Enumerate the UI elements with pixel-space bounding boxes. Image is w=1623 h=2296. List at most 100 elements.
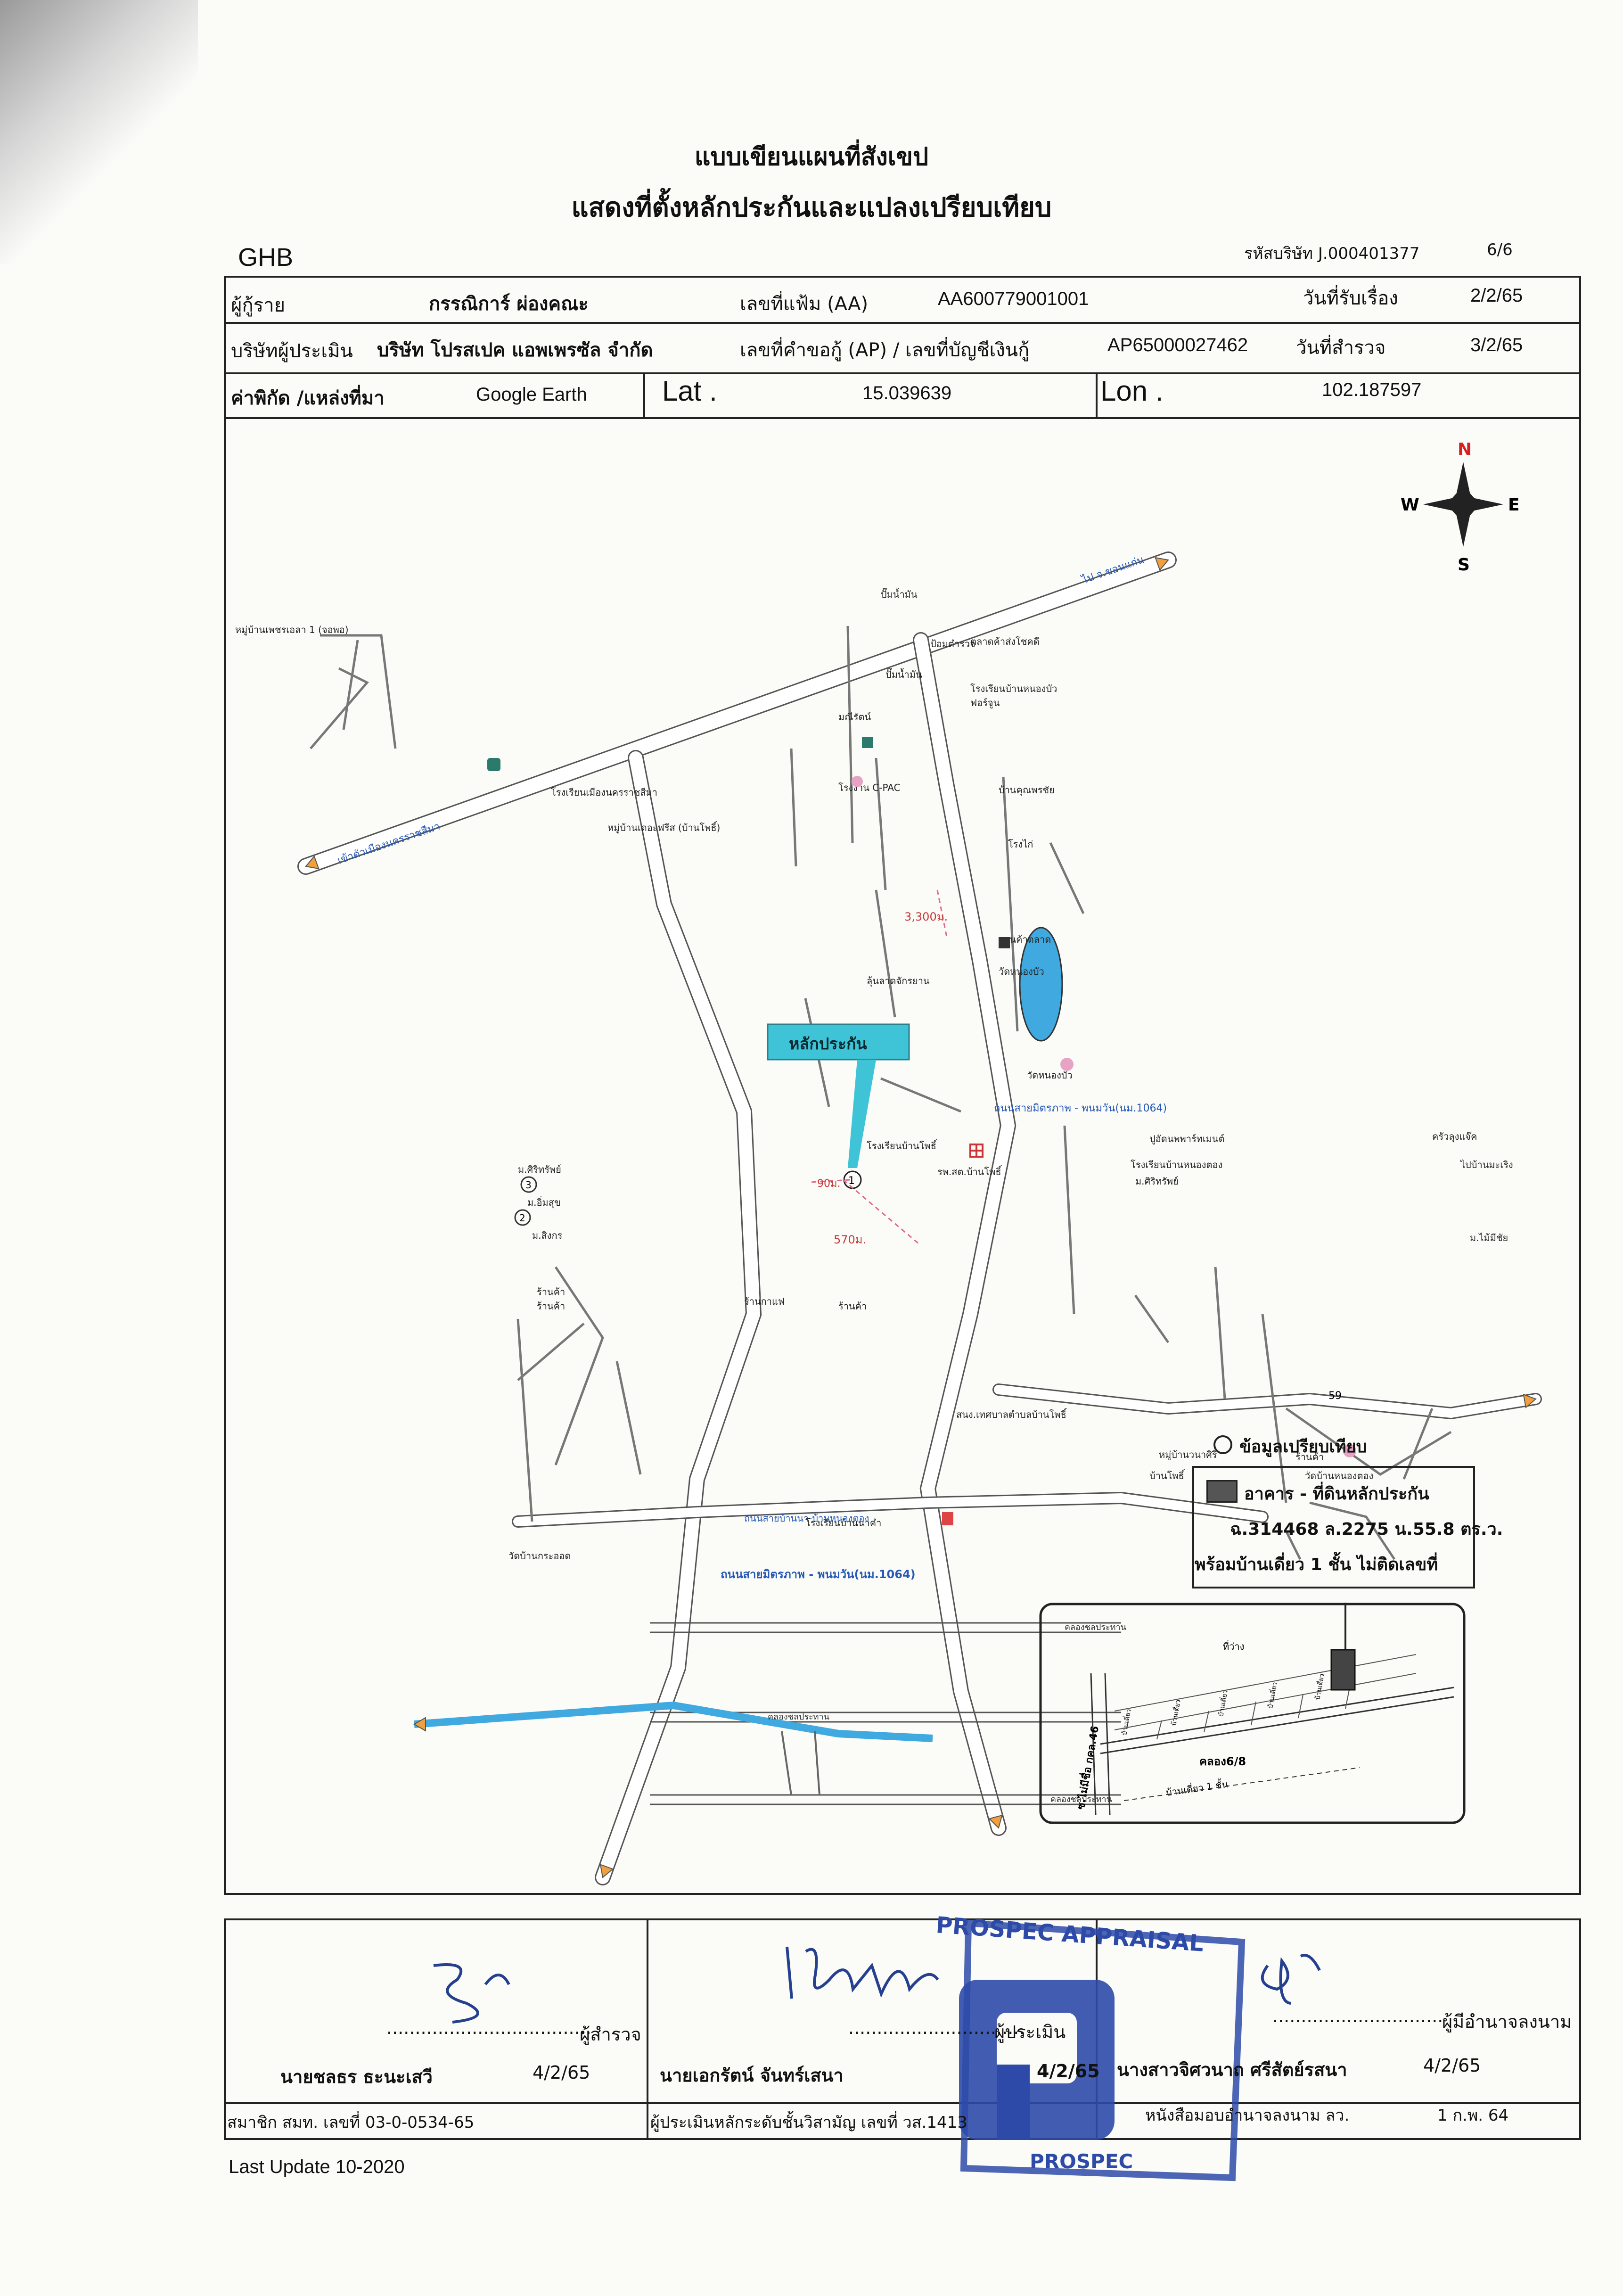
lon-value: 102.187597 <box>1322 379 1422 400</box>
row-divider <box>224 372 1581 374</box>
svg-text:ร้านค้า: ร้านค้า <box>537 1286 565 1298</box>
file-label: เลขที่แฟ้ม (AA) <box>740 293 869 315</box>
svg-text:ปูอัดนพพาร์ทเมนต์: ปูอัดนพพาร์ทเมนต์ <box>1149 1133 1225 1145</box>
svg-text:E: E <box>1508 495 1520 515</box>
svg-text:บ้านคุณพรชัย: บ้านคุณพรชัย <box>999 784 1055 796</box>
appraiser-signature-icon <box>786 1946 939 1999</box>
svg-text:W: W <box>1401 495 1419 515</box>
svg-text:คลองชลประทาน: คลองชลประทาน <box>1065 1622 1126 1632</box>
comparison-legend: ข้อมูลเปรียบเทียบ <box>1239 1437 1367 1457</box>
svg-text:สนง.เทศบาลตำบลบ้านโพธิ์: สนง.เทศบาลตำบลบ้านโพธิ์ <box>956 1407 1067 1420</box>
signer-dotted-line: .............................. <box>1272 2006 1443 2026</box>
svg-text:บ้านโพธิ์: บ้านโพธิ์ <box>1149 1469 1185 1481</box>
svg-text:1: 1 <box>848 1175 855 1187</box>
comparison-line3: พร้อมบ้านเดี่ยว 1 ชั้น ไม่ติดเลขที่ <box>1195 1555 1438 1574</box>
svg-text:ปั๊มน้ำมัน: ปั๊มน้ำมัน <box>881 587 918 600</box>
svg-text:N: N <box>1458 440 1472 459</box>
svg-text:2: 2 <box>519 1212 525 1224</box>
comparison-line2: ฉ.314468 ล.2275 น.55.8 ตร.ว. <box>1230 1520 1503 1539</box>
svg-text:คลองชลประทาน: คลองชลประทาน <box>768 1712 829 1722</box>
svg-text:90ม.: 90ม. <box>817 1178 841 1190</box>
svg-text:ถนนสายมิตรภาพ - พนมวัน(นม.1064: ถนนสายมิตรภาพ - พนมวัน(นม.1064) <box>994 1103 1167 1114</box>
collateral-label: หลักประกัน <box>789 1035 867 1053</box>
svg-text:ม.ไม้มีชัย: ม.ไม้มีชัย <box>1470 1232 1508 1243</box>
borrower-value: กรรณิการ์ ผ่องคณะ <box>429 293 589 315</box>
svg-text:มณีรัตน์: มณีรัตน์ <box>838 711 871 723</box>
svg-text:หมู่บ้านเพชรเอลา 1 (จอพอ): หมู่บ้านเพชรเอลา 1 (จอพอ) <box>235 624 349 636</box>
svg-text:หมู่บ้านเดอะฟรีส (บ้านโพธิ์): หมู่บ้านเดอะฟรีส (บ้านโพธิ์) <box>607 821 720 834</box>
received-value: 2/2/65 <box>1470 285 1523 306</box>
svg-text:PROSPEC: PROSPEC <box>1030 2150 1133 2173</box>
svg-text:วัดบ้านกระออด: วัดบ้านกระออด <box>508 1550 571 1562</box>
signer-role: ผู้มีอำนาจลงนาม <box>1442 2011 1572 2032</box>
svg-text:โรงเรียนบ้านโพธิ์: โรงเรียนบ้านโพธิ์ <box>867 1139 937 1152</box>
svg-text:ถนนสายบ้านนา-บ้านหนองตอง: ถนนสายบ้านนา-บ้านหนองตอง <box>744 1513 869 1524</box>
appraiser-date: 4/2/65 <box>1037 2061 1100 2082</box>
last-update: Last Update 10-2020 <box>229 2156 405 2177</box>
company-value: บริษัท โปรสเปค แอพเพรซัล จำกัด <box>377 339 653 361</box>
svg-text:โรงเรียนบ้านนาคำ: โรงเรียนบ้านนาคำ <box>805 1517 881 1529</box>
location-map: หลักประกัน 1 3,300ม. 90ม. 570ม. ไป จ.ขอน… <box>235 551 1542 1885</box>
surveyor-signature-icon <box>433 1963 510 2024</box>
svg-text:วัดหนองบัว: วัดหนองบัว <box>999 966 1044 977</box>
doc-subtitle: แสดงที่ตั้งหลักประกันและแปลงเปรียบเทียบ <box>571 192 1052 223</box>
file-value: AA600779001001 <box>938 288 1089 309</box>
svg-text:ตลาดค้าส่งโชคดี: ตลาดค้าส่งโชคดี <box>970 636 1040 647</box>
borrower-label: ผู้กู้ราย <box>231 295 286 316</box>
col-divider <box>1096 372 1098 419</box>
appraiser-license: ผู้ประเมินหลักระดับชั้นวิสามัญ เลขที่ วส… <box>650 2113 967 2132</box>
svg-text:รพ.สต.บ้านโพธิ์: รพ.สต.บ้านโพธิ์ <box>937 1165 1002 1177</box>
lon-label: Lon . <box>1100 375 1164 407</box>
svg-text:วัดบ้านหนองตอง: วัดบ้านหนองตอง <box>1305 1470 1373 1481</box>
svg-text:59: 59 <box>1328 1390 1342 1402</box>
row-divider <box>224 322 1581 324</box>
company-label: บริษัทผู้ประเมิน <box>231 340 353 362</box>
surveyor-dotted-line: .................................... <box>386 2017 591 2038</box>
svg-text:ป้อมตำรวจ: ป้อมตำรวจ <box>930 638 975 650</box>
svg-text:ม.ศิริทรัพย์: ม.ศิริทรัพย์ <box>1135 1176 1179 1187</box>
comparison-box <box>1192 1466 1475 1588</box>
svg-text:ถนนสายมิตรภาพ - พนมวัน(นม.1064: ถนนสายมิตรภาพ - พนมวัน(นม.1064) <box>721 1568 916 1581</box>
map-place-labels: หมู่บ้านเพชรเอลา 1 (จอพอ) ปั๊มน้ำมัน ป้อ… <box>235 587 1513 1562</box>
signer-signature-icon <box>1261 1954 1321 2005</box>
company-code: รหัสบริษัท J.000401377 <box>1244 244 1420 263</box>
svg-text:โรงเรียนบ้านหนองบัว: โรงเรียนบ้านหนองบัว <box>970 683 1057 694</box>
svg-text:วัดหนองบัว: วัดหนองบัว <box>1027 1070 1073 1081</box>
svg-text:คลองชลประทาน: คลองชลประทาน <box>1050 1794 1112 1804</box>
svg-text:ม.สิงกร: ม.สิงกร <box>532 1230 563 1241</box>
scan-shadow <box>0 0 198 264</box>
svg-text:ไปบ้านมะเริง: ไปบ้านมะเริง <box>1459 1159 1513 1170</box>
svg-text:570ม.: 570ม. <box>834 1233 866 1246</box>
survey-value: 3/2/65 <box>1470 335 1523 355</box>
svg-text:ลุ้นลาดจักรยาน: ลุ้นลาดจักรยาน <box>867 975 930 987</box>
survey-label: วันที่สำรวจ <box>1296 337 1386 359</box>
svg-text:ที่ว่าง: ที่ว่าง <box>1223 1640 1244 1652</box>
compass-icon: N S E W <box>1401 440 1520 575</box>
surveyor-date: 4/2/65 <box>533 2062 590 2083</box>
svg-text:ม.อิ่มสุข: ม.อิ่มสุข <box>527 1196 561 1209</box>
signer-letter: หนังสือมอบอำนาจลงนาม ลว. <box>1145 2106 1350 2125</box>
coord-source: Google Earth <box>476 384 587 405</box>
svg-text:ร้านค้า: ร้านค้า <box>537 1300 565 1312</box>
svg-text:ร้านกาแฟ: ร้านกาแฟ <box>744 1296 785 1307</box>
svg-text:ครัวลุงแจ๊ค: ครัวลุงแจ๊ค <box>1432 1131 1477 1143</box>
inset-map: ที่ว่าง ซ.ไม่มีชื่อ กคล.46 คลอง6/8 บ้านเ… <box>1039 1603 1466 1824</box>
lat-label: Lat . <box>662 375 717 407</box>
svg-text:บ้านเดี่ยว: บ้านเดี่ยว <box>1266 1681 1279 1709</box>
signer-date: 4/2/65 <box>1423 2055 1481 2076</box>
appraiser-name: นายเอกรัตน์ จันทร์เสนา <box>660 2065 844 2086</box>
doc-title: แบบเขียนแผนที่สังเขป <box>694 143 929 171</box>
signer-letter-date: 1 ก.พ. 64 <box>1437 2106 1509 2125</box>
received-label: วันที่รับเรื่อง <box>1303 288 1398 309</box>
col-divider <box>643 372 645 419</box>
svg-text:ฟอร์จูน: ฟอร์จูน <box>970 697 1000 709</box>
svg-text:ม.ศิริทรัพย์: ม.ศิริทรัพย์ <box>518 1164 561 1175</box>
svg-text:โรงเรียนบ้านหนองตอง: โรงเรียนบ้านหนองตอง <box>1131 1159 1222 1170</box>
coord-label: ค่าพิกัด /แหล่งที่มา <box>231 387 385 409</box>
svg-text:PROSPEC APPRAISAL: PROSPEC APPRAISAL <box>935 1914 1205 1957</box>
svg-text:บ้านเดี่ยว: บ้านเดี่ยว <box>1313 1673 1326 1701</box>
svg-text:โรงไก่: โรงไก่ <box>1008 839 1033 850</box>
svg-text:ร้านค้า: ร้านค้า <box>838 1300 867 1312</box>
svg-text:S: S <box>1458 555 1470 575</box>
building-swatch-icon <box>1206 1480 1238 1503</box>
